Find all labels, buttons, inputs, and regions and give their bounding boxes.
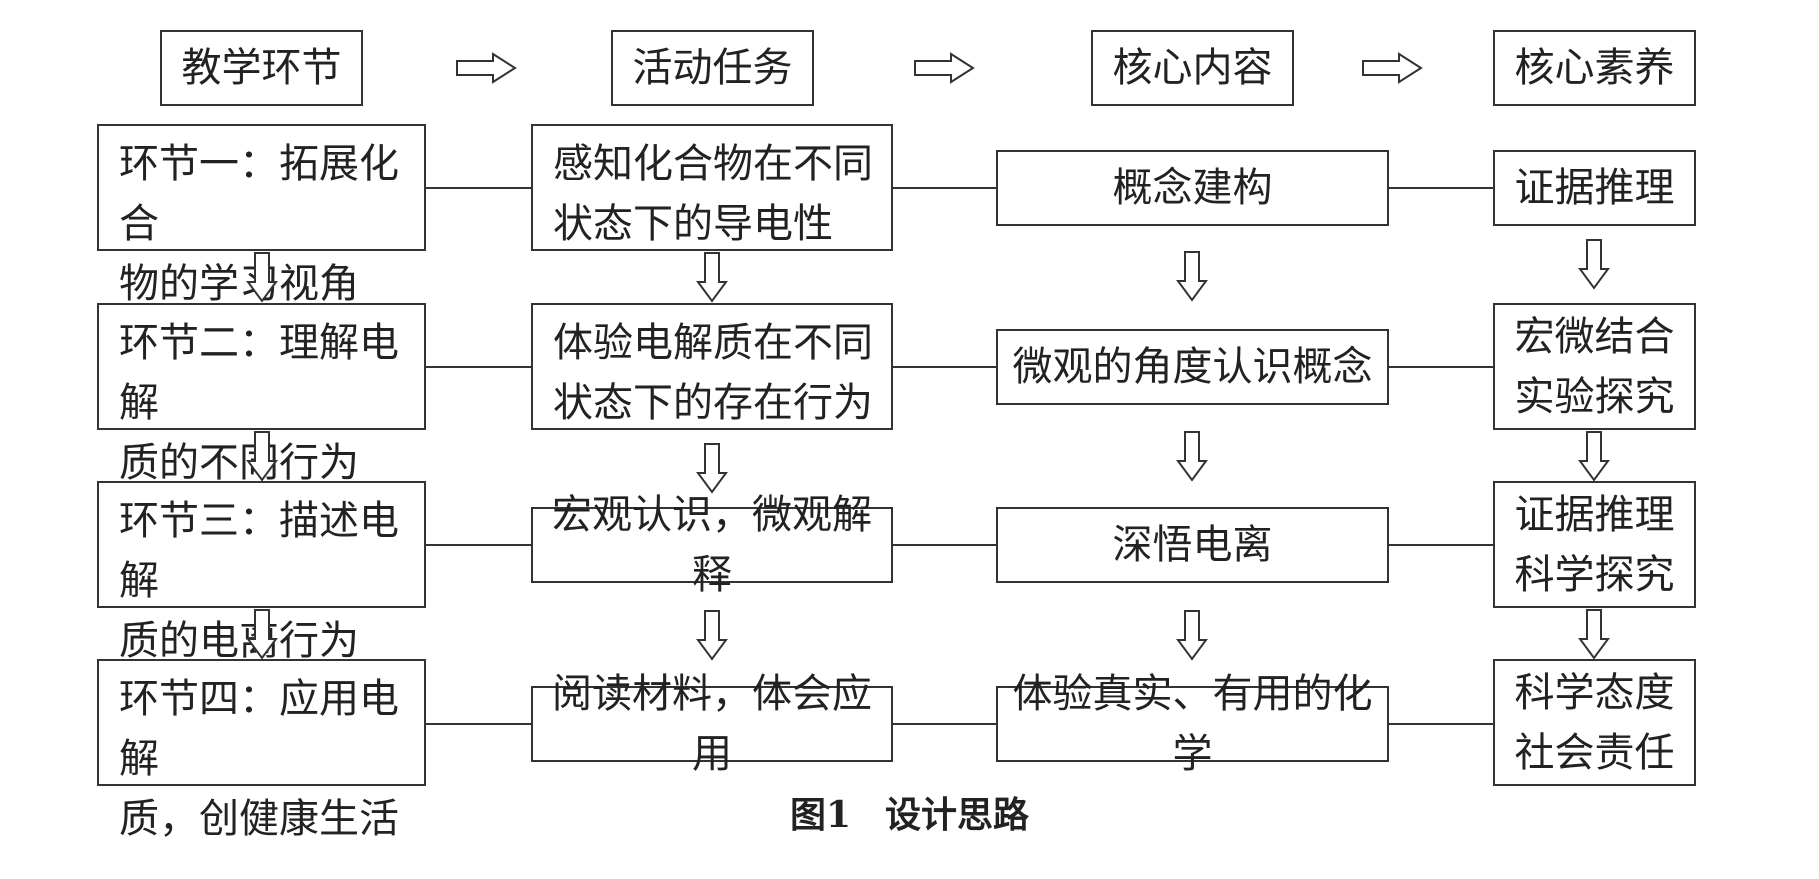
content-box-3: 深悟电离: [996, 507, 1389, 583]
activity-box-3: 宏观认识，微观解释: [531, 492, 893, 598]
stage-box-2: 环节二：理解电解质的不同行为: [97, 303, 426, 486]
header-teaching-stage: 教学环节: [160, 30, 363, 106]
header-core-content: 核心内容: [1091, 30, 1294, 106]
connector-line: [1389, 723, 1493, 725]
stage-box-1: 环节一：拓展化合物的学习视角: [97, 124, 426, 307]
connector-line: [426, 187, 531, 189]
activity-box-1: 感知化合物在不同状态下的导电性: [531, 124, 893, 251]
activity-2-line-2: 状态下的存在行为: [553, 380, 873, 426]
stage-4-line-1: 环节四：应用电解: [119, 676, 399, 782]
down-arrow-icon: [1177, 251, 1207, 301]
figure-title: 设计思路: [885, 794, 1030, 836]
stage-box-4: 环节四：应用电解质，创健康生活: [97, 659, 426, 842]
down-arrow-icon: [1177, 431, 1207, 481]
stage-3-line-1: 环节三：描述电解: [119, 498, 399, 604]
header-core-literacy: 核心素养: [1493, 30, 1696, 106]
literacy-2-line-1: 宏微结合: [1514, 313, 1675, 360]
right-arrow-icon: [456, 53, 516, 83]
down-arrow-icon: [247, 252, 277, 302]
stage-box-3: 环节三：描述电解质的电离行为: [97, 481, 426, 664]
content-box-4: 体验真实、有用的化学: [996, 671, 1389, 777]
stage-4-line-2: 质，创健康生活: [119, 796, 399, 842]
connector-line: [893, 366, 996, 368]
activity-2-line-1: 体验电解质在不同: [553, 320, 873, 366]
connector-line: [1389, 544, 1493, 546]
content-box-1: 概念建构: [996, 150, 1389, 226]
down-arrow-icon: [1177, 610, 1207, 660]
connector-line: [426, 723, 531, 725]
stage-2-line-1: 环节二：理解电解: [119, 320, 399, 426]
literacy-3-line-1: 证据推理: [1514, 491, 1675, 538]
down-arrow-icon: [697, 610, 727, 660]
right-arrow-icon: [1362, 53, 1422, 83]
stage-2-line-2: 质的不同行为: [119, 440, 359, 486]
down-arrow-icon: [1579, 239, 1609, 289]
down-arrow-icon: [1579, 609, 1609, 659]
activity-1-line-2: 状态下的导电性: [553, 201, 833, 247]
literacy-box-2: 宏微结合实验探究: [1493, 303, 1696, 430]
right-arrow-icon: [914, 53, 974, 83]
figure-label: 图1: [789, 794, 852, 836]
down-arrow-icon: [1579, 431, 1609, 481]
connector-line: [1389, 187, 1493, 189]
literacy-box-1: 证据推理: [1493, 150, 1696, 226]
literacy-3-line-2: 科学探究: [1514, 551, 1675, 598]
connector-line: [426, 366, 531, 368]
activity-box-2: 体验电解质在不同状态下的存在行为: [531, 303, 893, 430]
down-arrow-icon: [247, 609, 277, 659]
stage-3-line-2: 质的电离行为: [119, 618, 359, 664]
literacy-4-line-2: 社会责任: [1514, 729, 1675, 776]
stage-1-line-1: 环节一：拓展化合: [119, 141, 399, 247]
figure-caption: 图1 设计思路: [0, 795, 1819, 835]
content-box-2: 微观的角度认识概念: [996, 329, 1389, 405]
literacy-box-3: 证据推理科学探究: [1493, 481, 1696, 608]
activity-box-4: 阅读材料，体会应用: [531, 671, 893, 777]
connector-line: [893, 187, 996, 189]
literacy-2-line-2: 实验探究: [1514, 373, 1675, 420]
down-arrow-icon: [697, 443, 727, 493]
down-arrow-icon: [247, 431, 277, 481]
connector-line: [893, 544, 996, 546]
activity-1-line-1: 感知化合物在不同: [553, 141, 873, 187]
header-activity-task: 活动任务: [611, 30, 814, 106]
connector-line: [1389, 366, 1493, 368]
connector-line: [426, 544, 531, 546]
literacy-4-line-1: 科学态度: [1514, 669, 1675, 716]
stage-1-line-2: 物的学习视角: [119, 261, 359, 307]
down-arrow-icon: [697, 252, 727, 302]
connector-line: [893, 723, 996, 725]
literacy-box-4: 科学态度社会责任: [1493, 659, 1696, 786]
